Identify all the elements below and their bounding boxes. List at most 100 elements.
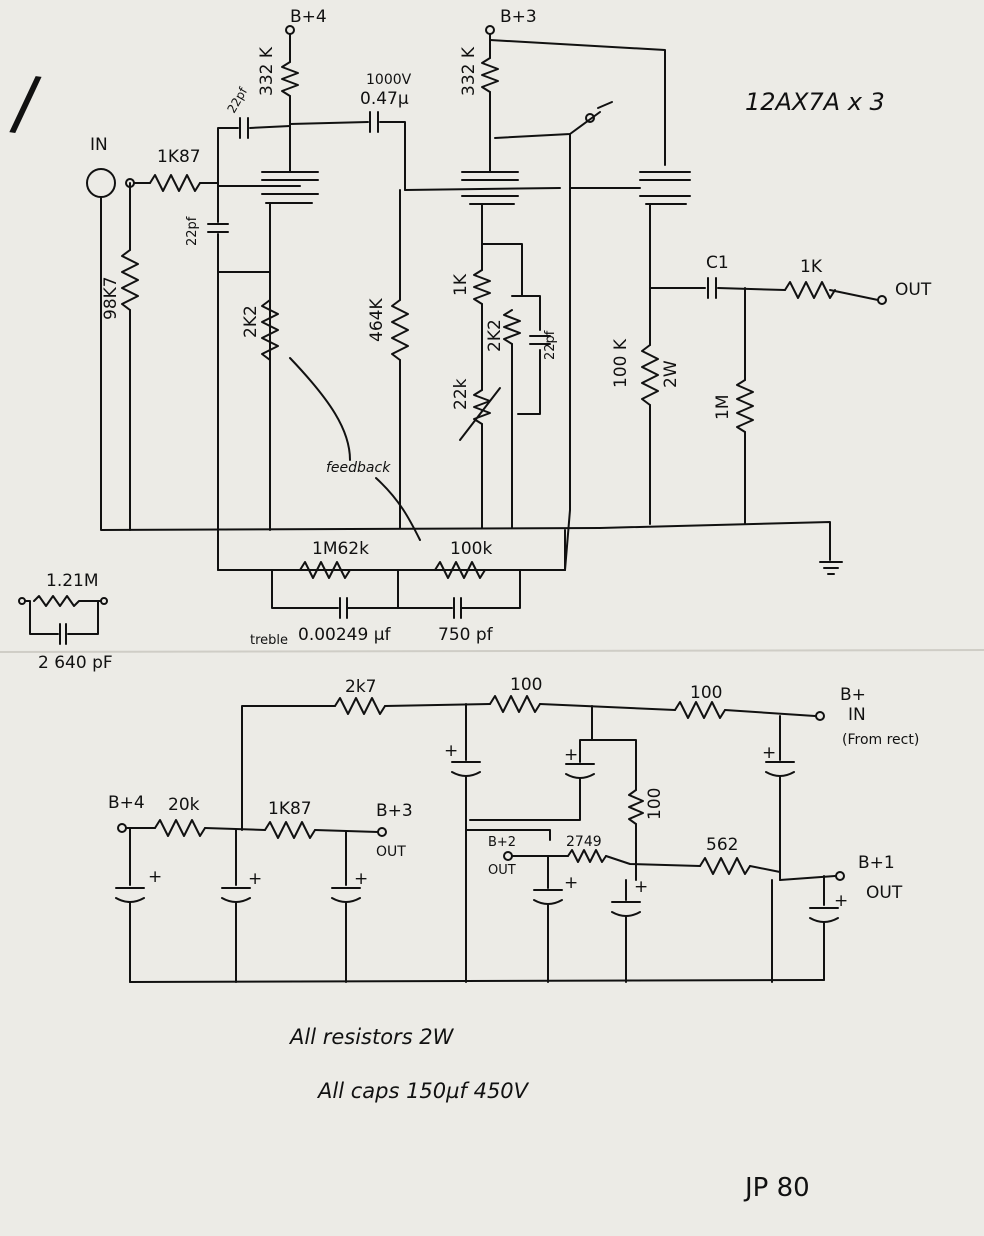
- resistor-1k-output: [784, 281, 836, 299]
- psu-b-in-terminal: [815, 711, 825, 721]
- resistor-1k87-input: [149, 174, 201, 192]
- label-b3-top: B+3: [500, 7, 537, 27]
- psu-label-r-2749: 2749: [566, 834, 602, 850]
- label-out: OUT: [895, 280, 932, 300]
- psu-label-r-562: 562: [706, 835, 738, 855]
- label-r-100k-w: 2W: [661, 360, 681, 388]
- resistor-1m62k: [299, 561, 351, 579]
- label-c-22pf-b: 22pf: [543, 330, 558, 360]
- psu-resistor-20k: [154, 819, 206, 837]
- signature: JP 80: [743, 1173, 810, 1203]
- preamp-circuit: [18, 25, 887, 645]
- psu-label-b-in: B+: [840, 685, 866, 705]
- psu-plus-2: +: [564, 745, 578, 765]
- label-c-fb1: 0.00249 µf: [298, 625, 392, 645]
- resistor-332k-plate1: [281, 61, 299, 97]
- ground-symbol: [819, 561, 843, 575]
- cap-750pf: [453, 597, 462, 619]
- label-c-22pf-top: 22pf: [224, 84, 250, 115]
- power-supply-circuit: [115, 695, 845, 983]
- resistor-1k-cathode: [473, 269, 491, 305]
- psu-label-b1: B+1: [858, 853, 895, 873]
- label-r-grid: 98K7: [101, 276, 121, 320]
- paper-fold: [0, 649, 984, 653]
- resistor-332k-plate2: [481, 57, 499, 93]
- psu-cap-mid: [221, 887, 251, 903]
- psu-label-b2-out: OUT: [488, 863, 516, 878]
- label-c-coupling-u: 0.47µ: [360, 89, 409, 109]
- cap-22pf-bypass: [529, 335, 551, 345]
- label-in: IN: [90, 135, 108, 155]
- label-c-fb2: 750 pf: [438, 625, 494, 645]
- psu-label-b3: B+3: [376, 801, 413, 821]
- psu-resistor-562: [699, 857, 751, 875]
- psu-resistor-2k7: [334, 697, 386, 715]
- psu-b2-terminal: [503, 851, 513, 861]
- label-r-fb2: 100k: [450, 539, 492, 559]
- psu-plus-3: +: [762, 743, 776, 763]
- label-c1: C1: [706, 253, 729, 273]
- label-r-out: 1K: [800, 257, 823, 277]
- psu-cap-4: [611, 901, 641, 917]
- psu-label-b-in-note: (From rect): [842, 732, 919, 748]
- resistor-2k2-cathode: [261, 299, 279, 361]
- label-c-22pf-grid: 22pf: [185, 216, 200, 246]
- psu-b3-terminal: [377, 827, 387, 837]
- b3-terminal: [485, 25, 495, 35]
- psu-plus-9: +: [834, 891, 848, 911]
- tube-1-plate: [261, 171, 319, 204]
- label-treble: treble: [250, 633, 288, 648]
- psu-label-r-2k7: 2k7: [345, 677, 376, 697]
- psu-plus-7: +: [564, 873, 578, 893]
- label-side-r: 1.21M: [46, 571, 99, 591]
- label-r-2k2b: 2K2: [485, 319, 505, 352]
- psu-ground-bus: [129, 979, 825, 983]
- resistor-100k-2w: [641, 344, 659, 406]
- psu-plus-6: +: [354, 869, 368, 889]
- label-r-100k: 100 K: [611, 338, 631, 388]
- tube-3-plate: [639, 171, 691, 205]
- cap-c1-output: [707, 277, 717, 299]
- resistor-464k: [391, 299, 409, 361]
- resistor-100k-feedback: [434, 561, 486, 579]
- cap-0-47u-coupling: [369, 111, 379, 133]
- handwritten-mark: /: [8, 59, 44, 146]
- psu-label-b1-out: OUT: [866, 883, 903, 903]
- diagram-title: 12AX7A x 3: [745, 88, 885, 116]
- psu-label-r-20k: 20k: [168, 795, 200, 815]
- output-terminal: [877, 295, 887, 305]
- switch-contact: [585, 113, 595, 123]
- psu-label-r-1k87: 1K87: [268, 799, 312, 819]
- label-r-1m: 1M: [713, 395, 733, 420]
- psu-label-b-in2: IN: [848, 705, 866, 725]
- label-c-coupling-v: 1000V: [366, 72, 412, 88]
- note-caps: All caps 150µf 450V: [316, 1079, 530, 1103]
- resistor-98k7: [121, 249, 139, 311]
- label-r-22k: 22k: [451, 378, 471, 410]
- resistor-2k2-second: [503, 309, 521, 345]
- cap-22pf-top: [239, 117, 249, 139]
- psu-label-b3-out: OUT: [376, 844, 406, 860]
- psu-b4-terminal: [117, 823, 127, 833]
- label-r-in: 1K87: [157, 147, 201, 167]
- cap-2640pf: [59, 623, 67, 645]
- label-r-cathode1: 2K2: [241, 305, 261, 338]
- resistor-22k-variable: [459, 387, 501, 441]
- psu-resistor-2749: [567, 849, 607, 863]
- psu-plus-4: +: [148, 867, 162, 887]
- psu-plus-5: +: [248, 869, 262, 889]
- tube-2-plate: [461, 171, 519, 205]
- label-feedback: feedback: [326, 460, 391, 476]
- label-r-plate2: 332 K: [459, 46, 479, 96]
- feedback-arrow: [289, 357, 351, 461]
- label-r-fb1: 1M62k: [312, 539, 369, 559]
- label-r-1k: 1K: [451, 273, 471, 296]
- label-r-grid2: 464K: [367, 298, 387, 342]
- psu-resistor-100-b: [674, 701, 726, 719]
- psu-cap-b3: [331, 887, 361, 903]
- label-r-plate1: 332 K: [257, 46, 277, 96]
- psu-plus-1: +: [444, 741, 458, 761]
- resistor-1-21m: [33, 595, 99, 607]
- psu-plus-8: +: [634, 877, 648, 897]
